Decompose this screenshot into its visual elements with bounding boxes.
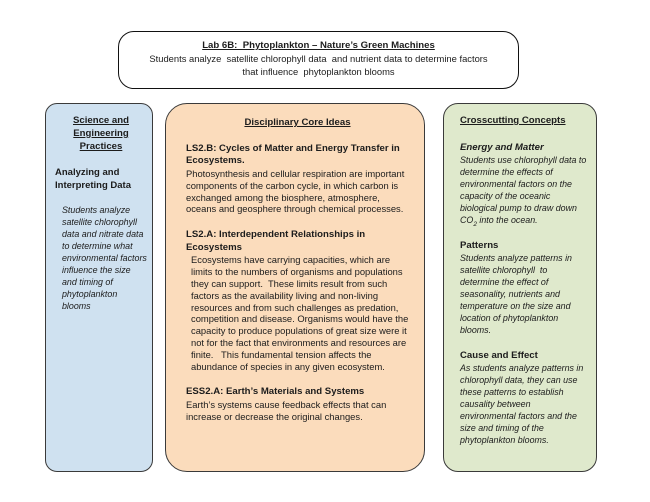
energy-matter-text-end: into the ocean. (476, 214, 538, 225)
lab-subtitle-line-2: that influence phytoplankton blooms (242, 66, 395, 77)
panel-crosscutting-concepts: Crosscutting Concepts Energy and Matter … (443, 103, 597, 472)
concept-cause-and-effect: Cause and Effect As students analyze pat… (460, 350, 587, 447)
energy-matter-text: Students use chlorophyll data to determi… (460, 155, 589, 225)
co2-subscript: 2 (473, 220, 477, 228)
lab-subtitle-line-1: Students analyze satellite chlorophyll d… (149, 53, 488, 64)
core-idea-ess2a-heading: ESS2.A: Earth’s Materials and Systems (186, 386, 365, 398)
practices-description: Students analyze satellite chlorophyll d… (62, 205, 150, 312)
practices-topic: Analyzing and Interpreting Data (55, 167, 132, 191)
panel-disciplinary-core-ideas: Disciplinary Core Ideas LS2.B: Cycles of… (165, 103, 425, 472)
core-idea-ls2b-body: Photosynthesis and cellular respiration … (186, 167, 407, 215)
core-idea-ls2a: LS2.A: Interdependent Relationships in E… (186, 229, 409, 372)
concept-patterns-heading: Patterns (460, 239, 499, 251)
panel-header-crosscutting: Crosscutting Concepts (460, 115, 566, 126)
concept-patterns: Patterns Students analyze patterns in sa… (460, 240, 587, 337)
core-idea-ls2b-heading: LS2.B: Cycles of Matter and Energy Trans… (186, 142, 403, 167)
concept-cause-and-effect-body: As students analyze patterns in chloroph… (460, 363, 586, 445)
concept-cause-and-effect-heading: Cause and Effect (460, 349, 538, 361)
lab-title: Lab 6B: Phytoplankton – Nature’s Green M… (202, 40, 435, 51)
core-idea-ls2a-heading: LS2.A: Interdependent Relationships in E… (186, 229, 368, 253)
concept-energy-and-matter-heading: Energy and Matter (460, 141, 544, 153)
concept-energy-and-matter-body: Students use chlorophyll data to determi… (460, 155, 589, 228)
panel-science-engineering-practices: Science and Engineering Practices Analyz… (45, 103, 153, 472)
core-idea-ls2b: LS2.B: Cycles of Matter and Energy Trans… (186, 143, 409, 215)
core-idea-ess2a-body: Earth’s systems cause feedback effects t… (186, 398, 389, 422)
concept-patterns-body: Students analyze patterns in satellite c… (460, 253, 575, 335)
lab-title-box: Lab 6B: Phytoplankton – Nature’s Green M… (118, 31, 519, 89)
core-idea-ls2a-body: Ecosystems have carrying capacities, whi… (191, 254, 411, 372)
concept-energy-and-matter: Energy and Matter Students use chlorophy… (460, 141, 589, 228)
panel-header-core-ideas: Disciplinary Core Ideas (244, 117, 351, 128)
panel-header-practices: Science and Engineering Practices (73, 115, 129, 152)
core-idea-ess2a: ESS2.A: Earth’s Materials and Systems Ea… (186, 386, 409, 422)
